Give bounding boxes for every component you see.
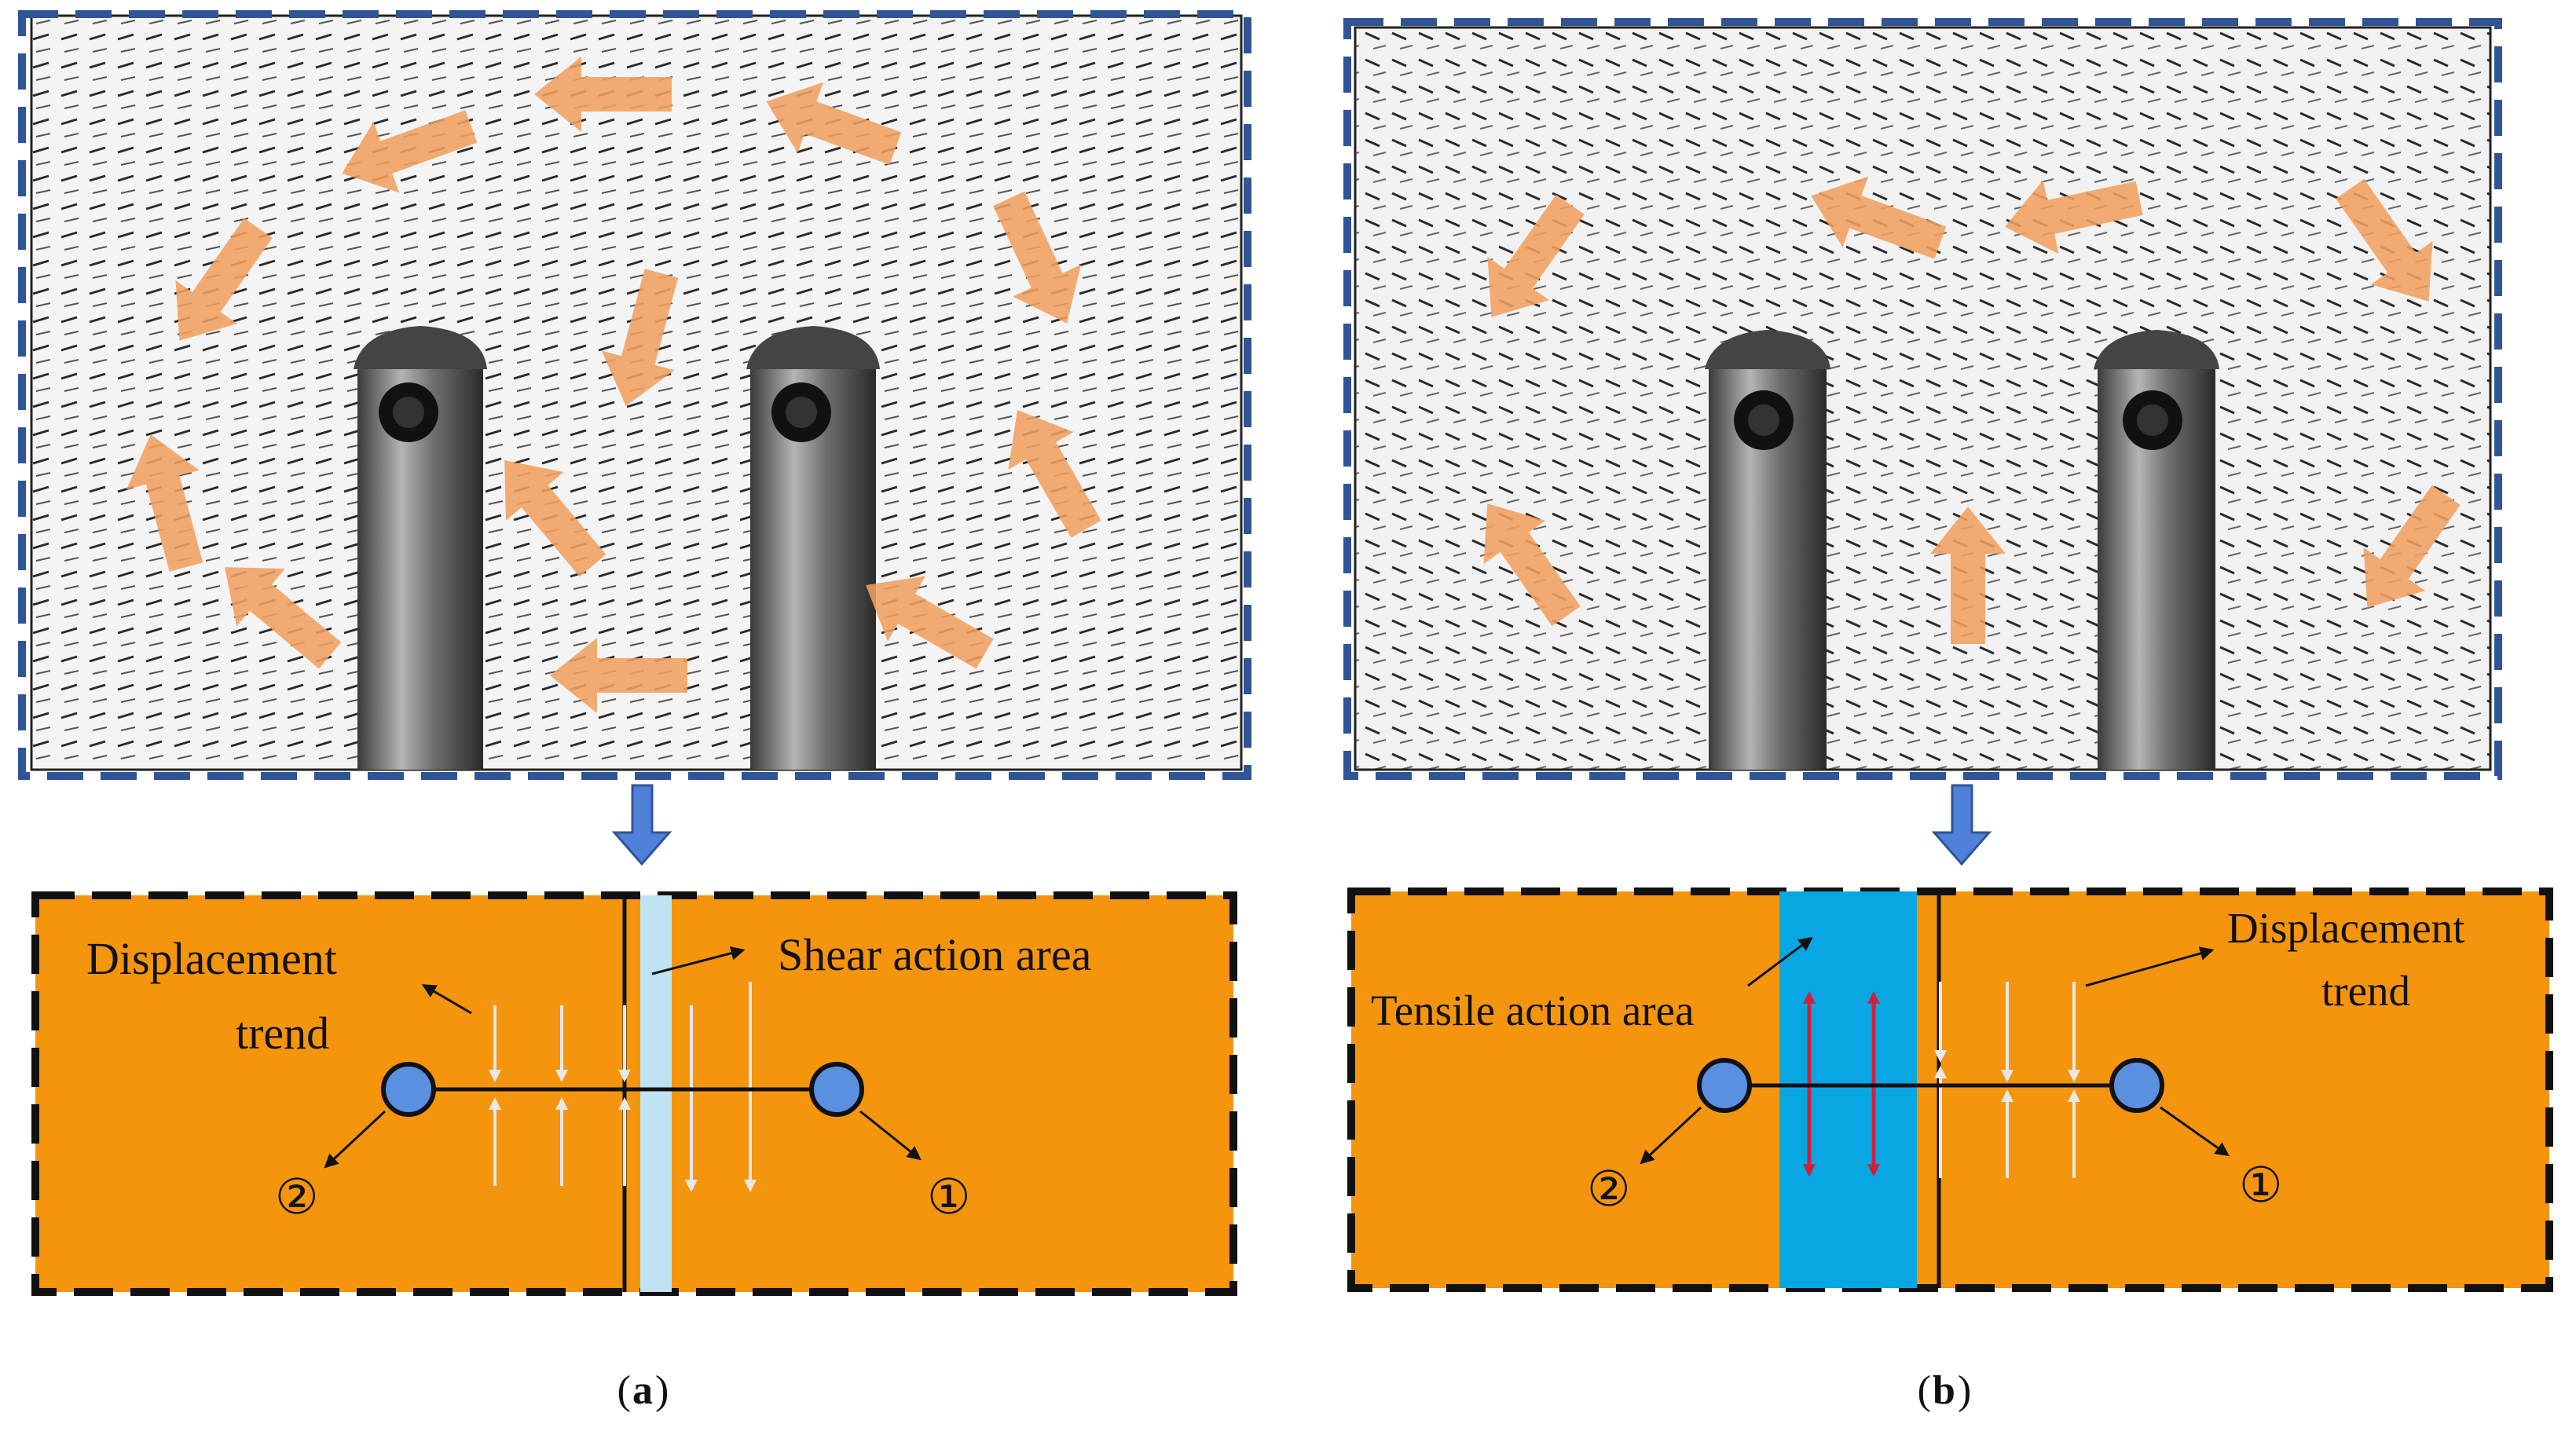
flow-arrow-icon <box>601 269 679 406</box>
flow-arrow-icon <box>866 576 994 669</box>
panel-a-down-arrow-icon <box>611 784 672 866</box>
panel-b-down-arrow-icon <box>1931 784 1992 866</box>
flow-arrow-icon <box>225 567 342 669</box>
flow-arrow-icon <box>126 434 203 572</box>
svg-text:(: ( <box>1918 1368 1931 1413</box>
panel-a-action-area-label: Shear action area <box>778 929 1091 980</box>
panel-b-action-area-label: Tensile action area <box>1371 986 1694 1034</box>
panel-b-marker-1: ① <box>2239 1159 2283 1213</box>
panel-a-photo-frame <box>18 10 1251 780</box>
panel-a-probe-right <box>746 326 880 770</box>
panel-b-caption: ( b ) <box>1918 1368 1972 1413</box>
svg-text:(: ( <box>617 1368 631 1413</box>
flow-arrow-icon <box>2336 178 2433 302</box>
flow-arrow-icon <box>766 82 902 165</box>
panel-b-photo <box>1343 18 2502 780</box>
panel-a-shear-band <box>640 895 672 1292</box>
panel-a-marker-1: ① <box>927 1171 971 1224</box>
panel-b-node-2 <box>1697 1058 1752 1113</box>
panel-a-displacement-label-line1: Displacement <box>86 933 337 984</box>
flow-arrow-icon <box>550 638 687 713</box>
panel-b-flow-arrows <box>1483 176 2461 644</box>
flow-arrow-icon <box>2004 180 2143 254</box>
panel-b-schematic-frame <box>1347 888 2553 1292</box>
panel-b-probe-left <box>1705 330 1830 770</box>
panel-a-caption-letter: a <box>632 1368 653 1413</box>
svg-text:): ) <box>655 1368 669 1413</box>
panel-a-caption: ( a ) <box>617 1368 669 1413</box>
panel-a-node-1 <box>809 1062 864 1117</box>
flow-arrow-icon <box>1483 503 1581 627</box>
flow-arrow-icon <box>1008 410 1101 538</box>
flow-arrow-icon <box>534 57 672 132</box>
panel-b-schematic: Tensile action area Displacement trend ②… <box>1347 888 2553 1292</box>
flow-arrow-icon <box>993 191 1082 324</box>
flow-arrow-icon <box>504 460 606 577</box>
flow-arrow-icon <box>1930 507 2006 644</box>
panel-a-schematic-frame <box>31 891 1237 1296</box>
panel-a-flow-arrows <box>126 57 1101 713</box>
flow-arrow-icon <box>342 110 478 193</box>
panel-a-marker-2: ② <box>275 1171 319 1224</box>
panel-a-node-2 <box>381 1062 436 1117</box>
panel-a-displacement-label-line2: trend <box>236 1008 329 1059</box>
panel-b-tensile-band <box>1779 891 1917 1288</box>
panel-b-displacement-label-line1: Displacement <box>2227 904 2464 952</box>
panel-b-displacement-arrows <box>1934 982 2080 1178</box>
panel-a-probe-left <box>354 326 487 770</box>
flow-arrow-icon <box>175 218 273 341</box>
panel-b-node-1 <box>2109 1058 2164 1113</box>
panel-a-photo <box>18 10 1251 780</box>
panel-b-photo-frame <box>1343 18 2502 780</box>
panel-b-marker-2: ② <box>1587 1163 1631 1217</box>
panel-a-schematic: Displacement trend Shear action area ② ① <box>31 891 1237 1296</box>
flow-arrow-icon <box>1487 194 1585 317</box>
panel-b-caption-letter: b <box>1933 1368 1955 1413</box>
flow-arrow-icon <box>2363 485 2461 608</box>
svg-text:): ) <box>1958 1368 1971 1413</box>
flow-arrow-icon <box>1811 176 1947 259</box>
panel-b-displacement-label-line2: trend <box>2321 967 2410 1015</box>
panel-a-displacement-arrows <box>489 982 757 1192</box>
panel-b-probe-right <box>2094 330 2219 770</box>
